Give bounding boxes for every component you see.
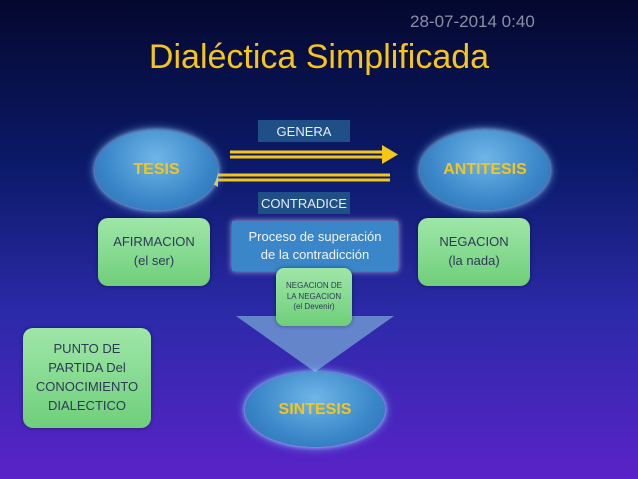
contradice-arrow bbox=[202, 168, 390, 187]
genera-label: GENERA bbox=[258, 120, 350, 142]
genera-arrow bbox=[230, 145, 398, 164]
contradice-label: CONTRADICE bbox=[258, 192, 350, 214]
sintesis-node: SINTESIS bbox=[245, 372, 385, 447]
tesis-node: TESIS bbox=[95, 130, 218, 210]
punto-de-partida-box: PUNTO DE PARTIDA Del CONOCIMIENTO DIALEC… bbox=[23, 328, 151, 428]
page-title: Dialéctica Simplificada bbox=[148, 38, 490, 76]
date-stamp: 28-07-2014 0:40 bbox=[410, 12, 535, 31]
devenir-box: NEGACION DE LA NEGACION (el Devenir) bbox=[276, 268, 352, 326]
proceso-box: Proceso de superación de la contradicció… bbox=[232, 221, 398, 271]
negacion-box: NEGACION (la nada) bbox=[418, 218, 530, 286]
antitesis-node: ANTITESIS bbox=[420, 130, 550, 210]
afirmacion-box: AFIRMACION (el ser) bbox=[98, 218, 210, 286]
synthesis-arrow bbox=[236, 316, 394, 372]
